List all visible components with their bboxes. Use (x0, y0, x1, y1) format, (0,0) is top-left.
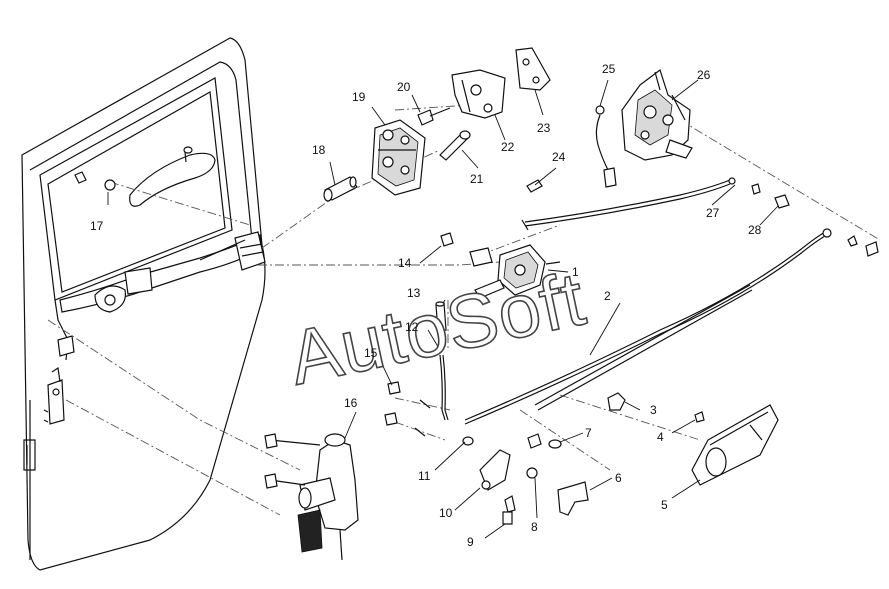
part-3-rod-nut (534, 284, 753, 411)
part-7-8-6 (526, 433, 589, 516)
callout-6: 6 (615, 471, 622, 485)
callout-8: 8 (531, 520, 538, 534)
part-16-cylinder (264, 433, 359, 561)
part-23-plate (515, 47, 551, 91)
part-25-switch (595, 105, 617, 188)
callout-1: 1 (572, 265, 579, 279)
part-18-bushing (323, 176, 358, 202)
callout-25: 25 (602, 62, 616, 76)
part-28-clips (751, 183, 790, 209)
callout-27: 27 (706, 206, 720, 220)
callout-2: 2 (604, 289, 611, 303)
callout-18: 18 (312, 143, 326, 157)
part-20-screw (417, 107, 451, 126)
part-27-cable (521, 177, 736, 231)
part-21-pin (439, 130, 471, 161)
part-13-12-rod (435, 301, 449, 421)
callout-12: 12 (405, 320, 419, 334)
leader-lines (107, 79, 779, 539)
callout-21: 21 (470, 172, 484, 186)
callout-15: 15 (364, 346, 378, 360)
callout-23: 23 (537, 121, 551, 135)
callout-28: 28 (748, 223, 762, 237)
part-4-5-housing (691, 404, 779, 486)
callout-16: 16 (344, 396, 358, 410)
part-26-latch (621, 69, 693, 161)
callout-labels: 1 2 3 4 5 6 7 8 9 10 11 12 13 14 15 16 1… (90, 62, 762, 549)
inside-handle-assembly (43, 146, 266, 425)
callout-24: 24 (552, 150, 566, 164)
part-15-screws (384, 381, 431, 437)
callout-19: 19 (352, 90, 366, 104)
callout-11: 11 (418, 469, 431, 483)
part-1-lock (469, 244, 561, 299)
part-11-10-9-levers (462, 436, 516, 525)
callout-5: 5 (661, 498, 668, 512)
watermark-text: AutoSoft (282, 256, 593, 401)
part-2-rod (464, 228, 879, 425)
part-24-clip (526, 179, 543, 193)
callout-17: 17 (90, 219, 104, 233)
callout-9: 9 (467, 535, 474, 549)
callout-14: 14 (398, 256, 412, 270)
callout-7: 7 (585, 426, 592, 440)
part-22-bracket (451, 69, 506, 119)
callout-4: 4 (657, 430, 664, 444)
callout-10: 10 (439, 506, 453, 520)
part-17-fasteners (74, 171, 116, 191)
callout-22: 22 (501, 140, 515, 154)
part-19-block (371, 119, 426, 196)
part-14-screw (440, 232, 454, 247)
callout-3: 3 (650, 403, 657, 417)
callout-20: 20 (397, 80, 411, 94)
callout-13: 13 (407, 286, 421, 300)
callout-26: 26 (697, 68, 711, 82)
door-panel (21, 37, 266, 571)
